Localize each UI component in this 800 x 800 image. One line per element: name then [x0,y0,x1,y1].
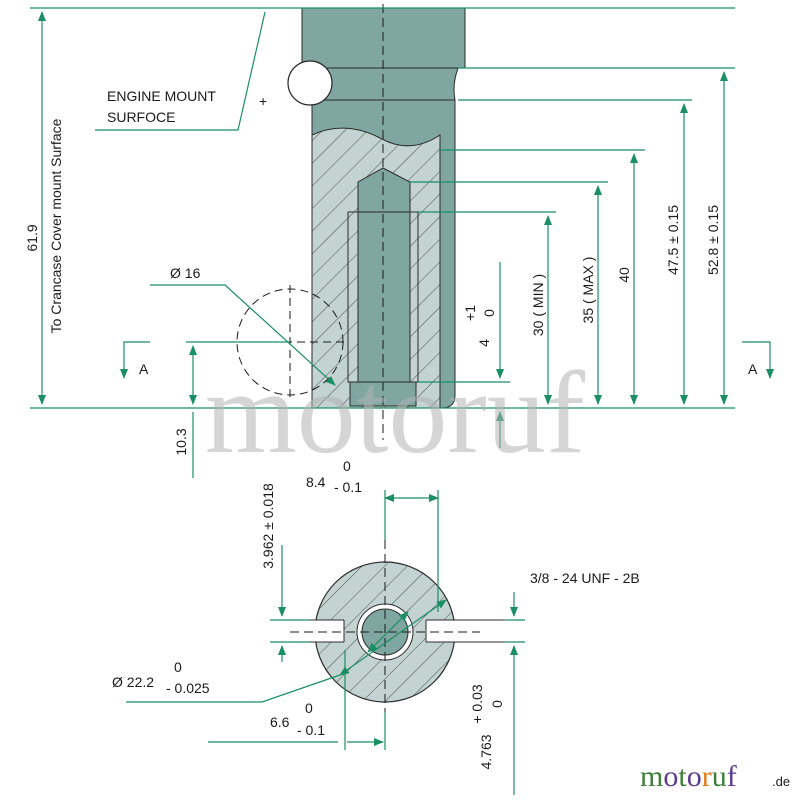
key-circle [287,60,333,106]
dim-22-2-value: Ø 22.2 [112,674,154,690]
thread-spec: 3/8 - 24 UNF - 2B [530,570,640,586]
dim-3-962: 3.962 ± 0.018 [260,483,276,569]
crankcase-ref-label: To Crancase Cover mount Surface [48,118,64,333]
dim-22-2-upper: 0 [174,659,182,675]
logo-suffix: .de [772,774,790,789]
dim-6-6-upper: 0 [305,700,313,716]
watermark: motoruf [205,347,586,478]
dim-35-max: 35 ( MAX ) [580,257,596,324]
dim-10-3: 10.3 [173,428,189,455]
labels: ENGINE MOUNT SURFOCE + 61.9 To Crancase … [24,88,758,770]
dim-4-plus: +1 [462,305,478,321]
dim-6-6-value: 6.6 [270,714,290,730]
section-marker-left: A [139,361,149,377]
brand-logo: motoruf .de [640,760,790,793]
engine-mount-label-line2: SURFOCE [107,109,175,125]
dim-8-4-value: 8.4 [306,474,326,490]
dim-52-8: 52.8 ± 0.15 [705,205,721,275]
section-marker-right: A [748,361,758,377]
dim-40: 40 [616,267,632,283]
dimension-lines-end [126,490,525,795]
dim-8-4-lower: - 0.1 [334,479,362,495]
dim-4-763-lower: 0 [489,700,505,708]
dim-dia-16: Ø 16 [170,265,201,281]
dimension-lines-side [30,7,774,478]
dim-30-min: 30 ( MIN ) [530,274,546,336]
dim-61-9: 61.9 [24,224,40,251]
dim-6-6-lower: - 0.1 [297,722,325,738]
dim-4-763-upper: + 0.03 [469,684,485,724]
logo-text: motoruf [640,760,737,793]
engine-mount-label-line1: ENGINE MOUNT [107,88,216,104]
dim-4-minus: 0 [481,309,497,317]
dim-4-763-value: 4.763 [478,734,494,769]
shaft-side-view [287,4,466,440]
dim-47-5: 47.5 ± 0.15 [665,205,681,275]
dim-4-value: 4 [476,339,492,347]
plus-mark: + [259,93,267,109]
dim-22-2-lower: - 0.025 [166,680,210,696]
dim-8-4-upper: 0 [343,458,351,474]
